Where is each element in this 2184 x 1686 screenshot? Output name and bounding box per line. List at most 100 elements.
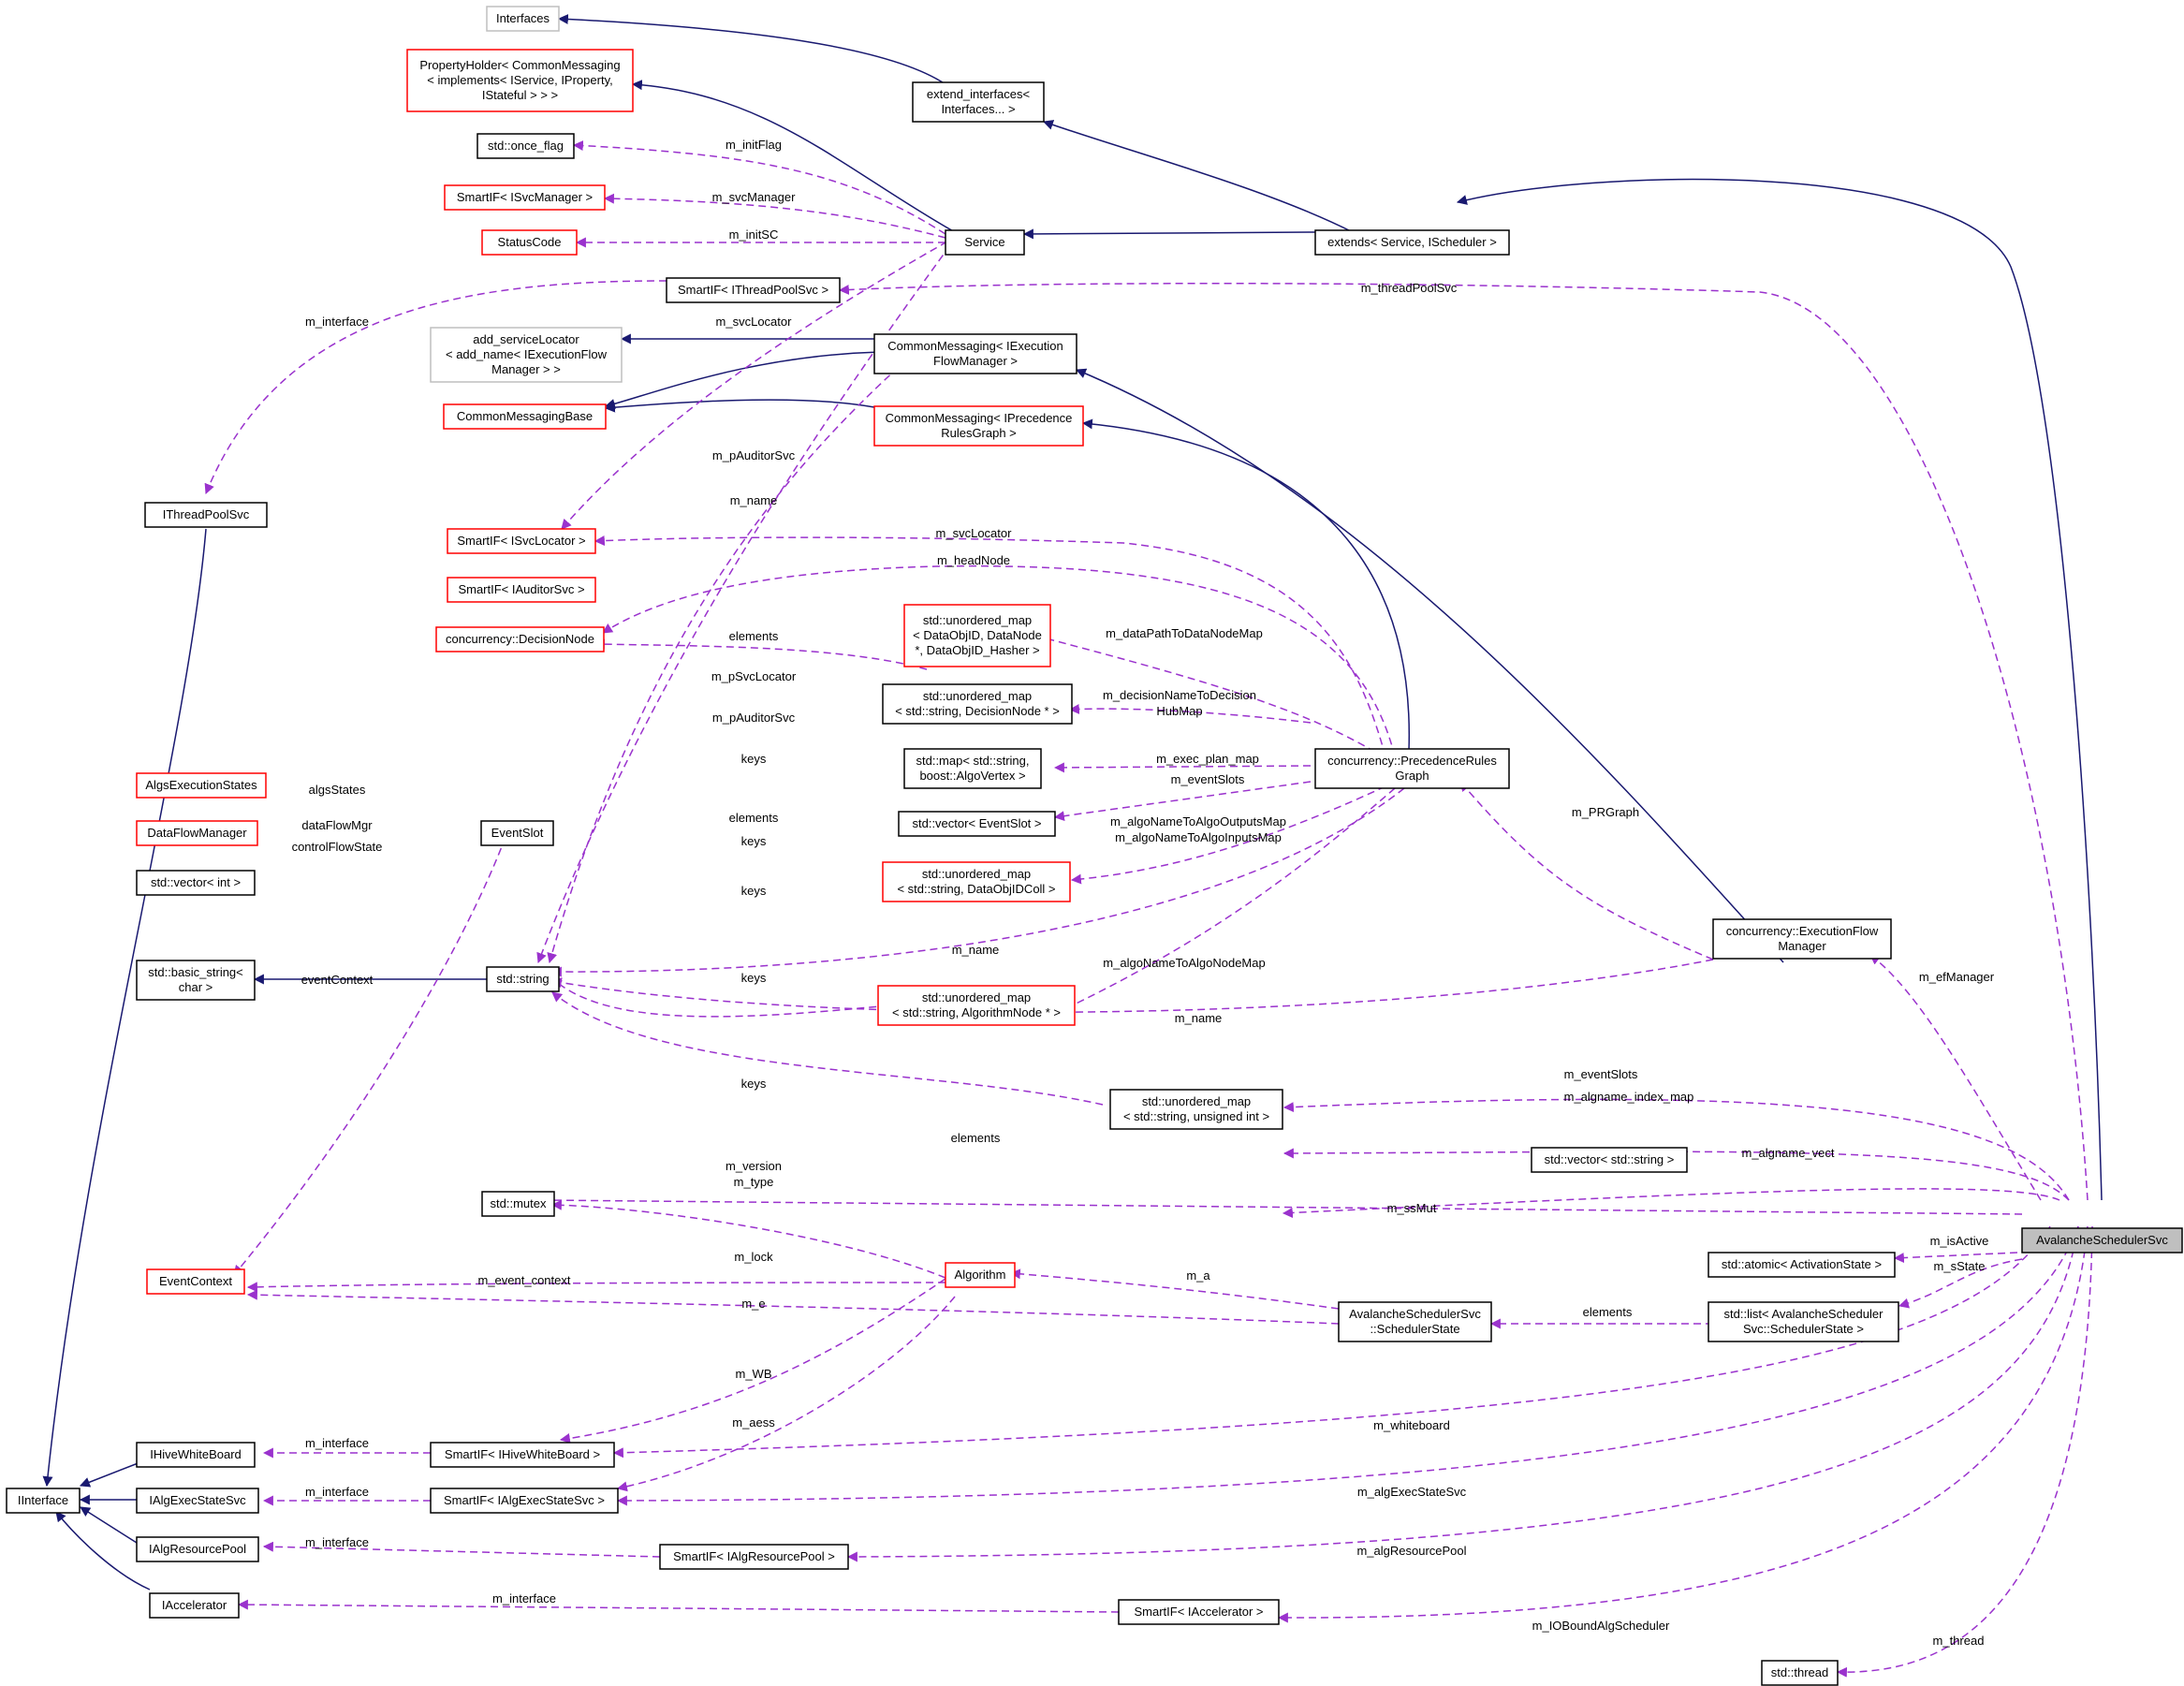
class-node-iaccelerator[interactable]: IAccelerator — [149, 1592, 240, 1619]
node-box — [136, 1488, 259, 1514]
use-edge — [594, 535, 1386, 757]
class-node-smartif-algexec[interactable]: SmartIF< IAlgExecStateSvc > — [430, 1488, 619, 1514]
node-label-line: SmartIF< IThreadPoolSvc > — [678, 283, 828, 297]
class-node-statuscode[interactable]: StatusCode — [481, 229, 578, 256]
class-node-umap-uint[interactable]: std::unordered_map< std::string, unsigne… — [1109, 1089, 1283, 1130]
node-box — [136, 1536, 259, 1562]
class-node-avalanche[interactable]: AvalancheSchedulerSvc — [2021, 1227, 2183, 1254]
class-node-decisionnode[interactable]: concurrency::DecisionNode — [435, 626, 605, 652]
edge-label: m_interface — [305, 1485, 369, 1499]
node-box — [1708, 1252, 1896, 1278]
edge-label: m_e — [741, 1297, 765, 1311]
edge-label: m_name — [952, 943, 1000, 957]
class-node-vector-int[interactable]: std::vector< int > — [136, 870, 256, 896]
edge-label: m_initFlag — [726, 138, 782, 152]
node-label-line: DataFlowManager — [147, 826, 247, 840]
class-node-interfaces[interactable]: Interfaces — [486, 6, 560, 32]
edge-label: m_interface — [305, 315, 369, 329]
class-node-mutex[interactable]: std::mutex — [481, 1191, 555, 1217]
node-label-line: Service — [964, 235, 1004, 249]
edge-label: dataFlowMgr — [301, 818, 373, 832]
class-node-ialgresourcepool[interactable]: IAlgResourcePool — [136, 1536, 259, 1562]
node-label-line: concurrency::PrecedenceRules — [1327, 754, 1497, 768]
class-node-schedulerstate[interactable]: AvalancheSchedulerSvc::SchedulerState — [1338, 1301, 1492, 1342]
class-node-smartif-whiteboard[interactable]: SmartIF< IHiveWhiteBoard > — [430, 1442, 615, 1468]
class-node-algorithm[interactable]: Algorithm — [945, 1262, 1016, 1288]
node-box — [877, 985, 1076, 1026]
node-label-line: CommonMessagingBase — [457, 409, 593, 423]
node-label-line: < std::string, DataObjIDColl > — [897, 882, 1055, 896]
node-box — [430, 1442, 615, 1468]
class-node-umap-decision[interactable]: std::unordered_map< std::string, Decisio… — [882, 683, 1073, 725]
use-edge — [1869, 954, 2042, 1201]
class-node-ialgexecstatesvc[interactable]: IAlgExecStateSvc — [136, 1488, 259, 1514]
class-node-vector-string[interactable]: std::vector< std::string > — [1531, 1147, 1688, 1173]
class-node-list-state[interactable]: std::list< AvalancheSchedulerSvc::Schedu… — [1708, 1301, 1899, 1342]
edge-label: m_interface — [305, 1436, 369, 1450]
class-node-smartif-threadpool[interactable]: SmartIF< IThreadPoolSvc > — [666, 277, 841, 303]
node-label-line: AvalancheSchedulerSvc — [1349, 1307, 1481, 1321]
use-edge — [550, 787, 1405, 977]
edge-label: m_svcLocator — [716, 315, 793, 329]
class-node-once-flag[interactable]: std::once_flag — [476, 133, 575, 159]
class-node-umap-dataobj[interactable]: std::unordered_map< DataObjID, DataNode*… — [903, 604, 1051, 667]
class-node-atomic-state[interactable]: std::atomic< ActivationState > — [1708, 1252, 1896, 1278]
node-box — [430, 327, 623, 383]
class-node-map-algovertex[interactable]: std::map< std::string,boost::AlgoVertex … — [903, 748, 1042, 789]
class-node-std-string[interactable]: std::string — [486, 966, 560, 992]
edge-label: eventContext — [301, 973, 374, 987]
class-node-umap-dataobjcoll[interactable]: std::unordered_map< std::string, DataObj… — [882, 861, 1071, 902]
edge-label: keys — [741, 1077, 767, 1091]
class-node-propertyholder[interactable]: PropertyHolder< CommonMessaging< impleme… — [406, 49, 634, 112]
class-node-smartif-auditor[interactable]: SmartIF< IAuditorSvc > — [447, 577, 596, 603]
class-node-ihivewhiteboard[interactable]: IHiveWhiteBoard — [136, 1442, 256, 1468]
edge-label: m_threadPoolSvc — [1361, 281, 1458, 295]
edge-label: m_headNode — [937, 553, 1010, 567]
class-node-eventslot[interactable]: EventSlot — [480, 820, 554, 846]
class-node-basic-string[interactable]: std::basic_string<char > — [136, 960, 256, 1001]
class-node-umap-algonode[interactable]: std::unordered_map< std::string, Algorit… — [877, 985, 1076, 1026]
class-node-iinterface[interactable]: IInterface — [6, 1488, 81, 1514]
class-node-dataflowmgr[interactable]: DataFlowManager — [136, 820, 258, 846]
use-edge — [262, 1541, 661, 1558]
node-label-line: std::unordered_map — [922, 990, 1031, 1004]
node-label-line: < DataObjID, DataNode — [913, 628, 1042, 642]
class-node-smartif-svclocator[interactable]: SmartIF< ISvcLocator > — [447, 528, 596, 554]
node-label-line: AlgsExecutionStates — [145, 778, 257, 792]
class-node-extend-interfaces[interactable]: extend_interfaces<Interfaces... > — [912, 81, 1045, 123]
class-node-algsexecstates[interactable]: AlgsExecutionStates — [136, 772, 267, 799]
edge-label: m_pAuditorSvc — [712, 448, 796, 462]
node-box — [447, 577, 596, 603]
use-edge — [603, 193, 946, 239]
class-node-cmbase[interactable]: CommonMessagingBase — [443, 403, 607, 430]
class-node-smartif-resourcepool[interactable]: SmartIF< IAlgResourcePool > — [659, 1544, 849, 1570]
class-node-eventcontext[interactable]: EventContext — [146, 1268, 245, 1295]
node-label-line: < std::string, AlgorithmNode * > — [892, 1005, 1061, 1019]
edge-label: m_algoNameToAlgoNodeMap — [1103, 956, 1265, 970]
class-node-std-thread[interactable]: std::thread — [1761, 1660, 1839, 1686]
edge-label: m_a — [1186, 1268, 1210, 1283]
node-label-line: char > — [179, 980, 213, 994]
edge-label: m_algResourcePool — [1356, 1544, 1466, 1558]
use-edge — [1277, 1225, 2089, 1623]
class-node-vector-eventslot[interactable]: std::vector< EventSlot > — [898, 811, 1056, 837]
edge-label: m_name — [1175, 1011, 1223, 1025]
edge-label: m_isActive — [1930, 1234, 1989, 1248]
node-label-line: std::list< AvalancheScheduler — [1724, 1307, 1884, 1321]
inherit-edge — [557, 13, 946, 85]
class-node-add-servicelocator[interactable]: add_serviceLocator< add_name< IExecution… — [430, 327, 623, 383]
node-label-line: concurrency::DecisionNode — [446, 632, 594, 646]
class-node-ithreadpoolsvc[interactable]: IThreadPoolSvc — [144, 502, 268, 528]
node-label-line: RulesGraph > — [941, 426, 1017, 440]
class-node-smartif-svcmanager[interactable]: SmartIF< ISvcManager > — [444, 184, 606, 211]
class-node-smartif-accelerator[interactable]: SmartIF< IAccelerator > — [1118, 1599, 1280, 1625]
class-node-extends[interactable]: extends< Service, IScheduler > — [1314, 229, 1510, 256]
class-node-service[interactable]: Service — [945, 229, 1025, 256]
node-label-line: std::vector< EventSlot > — [912, 816, 1041, 830]
use-edge — [551, 977, 926, 1018]
